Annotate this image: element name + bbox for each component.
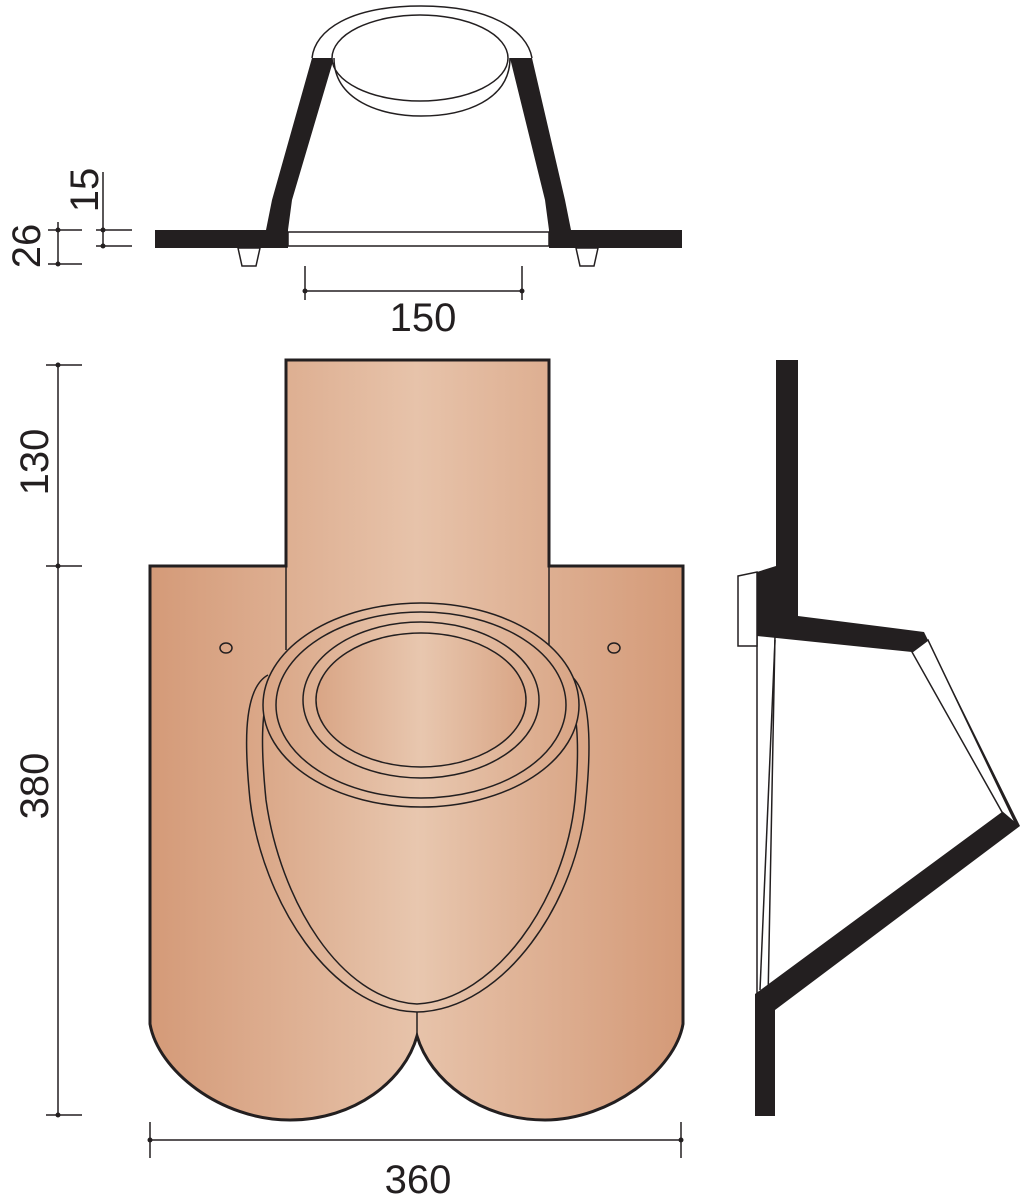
base-plate-left (155, 230, 288, 248)
vent-opening (315, 632, 527, 768)
dim-150: 150 (302, 266, 525, 340)
vent-bulge-inner (261, 681, 579, 1005)
side-cone-band (911, 638, 1017, 825)
vent-ring-inner (302, 621, 540, 779)
side-lug (737, 571, 758, 647)
dim-130-380: 130 380 (13, 362, 82, 1118)
dim-150-label: 150 (390, 296, 457, 340)
dim-360: 360 (147, 1122, 684, 1200)
dim-15-26: 15 26 (5, 168, 132, 269)
dim-26-label: 26 (5, 224, 49, 269)
base-plate-right (549, 230, 682, 248)
top-ring-lower (333, 57, 511, 117)
side-liner-line (759, 639, 776, 991)
dim-380-label: 380 (13, 753, 57, 820)
hook-right (575, 247, 599, 267)
side-profile (755, 360, 1020, 1116)
top-section-view (155, 5, 682, 267)
dim-360-label: 360 (385, 1158, 452, 1200)
cone-wall-left (266, 58, 334, 230)
dim-130-label: 130 (13, 429, 57, 496)
cone-wall-right (510, 58, 571, 230)
vent-ring-mid (275, 611, 567, 799)
front-view (148, 358, 685, 1122)
side-section-view (737, 360, 1020, 1116)
nail-hole-right (607, 642, 621, 654)
base-opening (287, 231, 550, 247)
top-opening (331, 14, 509, 102)
dim-15-label: 15 (63, 168, 107, 213)
hook-left (237, 247, 261, 267)
nail-hole-left (219, 642, 233, 654)
